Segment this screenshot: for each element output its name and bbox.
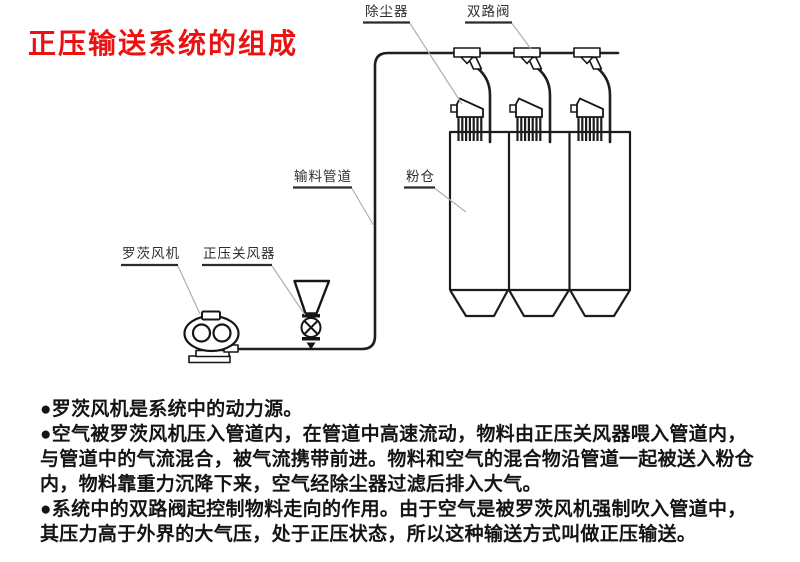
valve-body bbox=[573, 47, 601, 58]
powder-silo-label: 粉仓 bbox=[406, 169, 435, 184]
airlock-valve-cross bbox=[303, 320, 319, 335]
description-line-6: 其压力高于外界的大气压，处于正压状态，所以这种输送方式叫做正压输送。 bbox=[40, 524, 697, 545]
description-line-1: ●罗茨风机是系统中的动力源。 bbox=[40, 399, 303, 420]
silo-hoppers bbox=[449, 289, 631, 318]
description-line-4: 内，物料靠重力沉降下来，空气经除尘器过滤后排入大气。 bbox=[40, 474, 542, 495]
leader-line bbox=[434, 188, 467, 213]
callout-conveying-pipe: 输料管道 bbox=[293, 169, 375, 227]
main-pipe bbox=[234, 51, 620, 351]
leader-line bbox=[409, 23, 463, 105]
blower-top-cap bbox=[201, 310, 221, 321]
roots-blower bbox=[183, 310, 240, 364]
valve-flap bbox=[460, 56, 474, 65]
dust-collector-1 bbox=[450, 97, 484, 141]
collector-filter-bags bbox=[516, 117, 542, 141]
silo-bodies bbox=[448, 130, 632, 292]
page-title: 正压输送系统的组成 bbox=[28, 29, 299, 60]
dust-collector-3 bbox=[570, 97, 604, 141]
valve-flap bbox=[580, 56, 594, 65]
leader-line bbox=[271, 265, 306, 316]
leader-line bbox=[177, 265, 201, 315]
callout-dust-collector: 除尘器 bbox=[363, 4, 463, 105]
blower-rotor-right bbox=[212, 323, 232, 343]
rotary-airlock bbox=[293, 279, 331, 350]
callout-rotary-airlock: 正压关风器 bbox=[202, 246, 306, 316]
two-way-valve-3 bbox=[573, 47, 603, 70]
dust-collector-label: 除尘器 bbox=[365, 4, 409, 19]
two-way-valve-group bbox=[453, 47, 603, 70]
callout-labels: 除尘器 双路阀 输料管道 粉仓 罗茨风机 bbox=[121, 4, 532, 316]
callout-roots-blower: 罗茨风机 bbox=[121, 246, 201, 315]
two-way-valve-label: 双路阀 bbox=[467, 4, 511, 19]
valve-body bbox=[453, 47, 481, 58]
description-line-2: ●空气被罗茨风机压入管道内，在管道中高速流动，物料由正压关风器喂入管道内， bbox=[40, 424, 747, 445]
callout-powder-silo: 粉仓 bbox=[404, 169, 467, 213]
description-line-3: 与管道中的气流混合，被气流携带前进。物料和空气的混合物沿管道一起被送入粉仓 bbox=[40, 449, 755, 470]
collector-lid bbox=[576, 97, 604, 118]
dust-collector-2 bbox=[509, 97, 543, 141]
powder-silo-group bbox=[448, 130, 632, 318]
two-way-valve-1 bbox=[453, 47, 483, 70]
collector-filter-bags bbox=[577, 117, 603, 141]
airlock-hopper-funnel bbox=[293, 279, 331, 315]
collector-filter-bags bbox=[457, 117, 483, 141]
rotary-airlock-label: 正压关风器 bbox=[203, 246, 276, 261]
description-text: ●罗茨风机是系统中的动力源。 ●空气被罗茨风机压入管道内，在管道中高速流动，物料… bbox=[40, 397, 785, 547]
airlock-down-arrow bbox=[306, 342, 316, 350]
roots-blower-label: 罗茨风机 bbox=[122, 246, 180, 261]
leader-line bbox=[511, 23, 532, 50]
blower-rotor-left bbox=[191, 323, 212, 343]
conveying-pipe-label: 输料管道 bbox=[294, 169, 352, 184]
system-diagram: 除尘器 双路阀 输料管道 粉仓 罗茨风机 bbox=[121, 4, 632, 364]
airlock-flange-top bbox=[302, 314, 320, 318]
airlock-flange-bottom bbox=[302, 337, 320, 341]
valve-flap bbox=[520, 56, 534, 65]
collector-lid bbox=[515, 97, 543, 118]
leader-line bbox=[351, 188, 375, 227]
dust-collector-group bbox=[450, 97, 604, 141]
description-line-5: ●系统中的双路阀起控制物料走向的作用。由于空气是被罗茨风机强制吹入管道中， bbox=[40, 499, 747, 520]
callout-two-way-valve: 双路阀 bbox=[465, 4, 532, 50]
valve-body bbox=[513, 47, 541, 58]
two-way-valve-2 bbox=[513, 47, 543, 70]
